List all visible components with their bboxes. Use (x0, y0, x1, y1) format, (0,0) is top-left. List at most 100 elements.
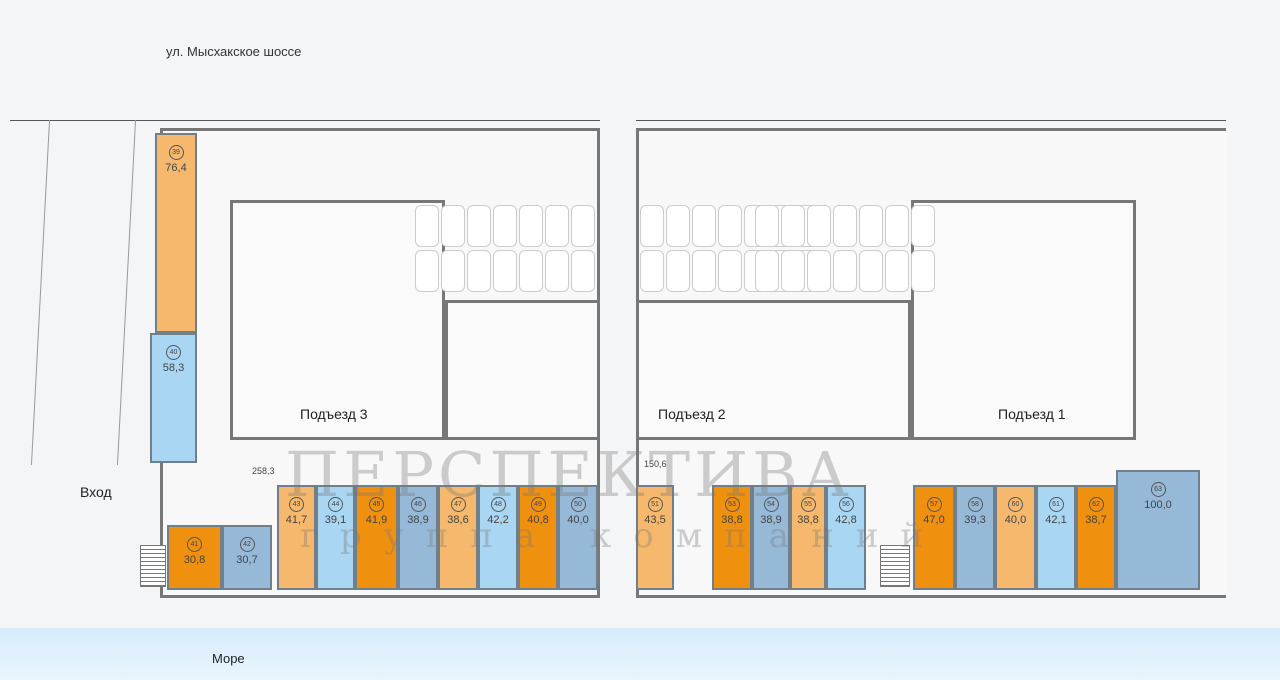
parking-space (692, 250, 716, 292)
unit-39[interactable]: 39 76,4 (155, 133, 197, 333)
parking-space (441, 250, 465, 292)
unit-number: 49 (530, 497, 546, 512)
unit-area: 38,7 (1085, 514, 1107, 526)
unit-41[interactable]: 41 30,8 (167, 525, 222, 590)
unit-number: 45 (369, 497, 384, 512)
unit-area: 38,6 (447, 514, 469, 526)
parking-space (640, 250, 664, 292)
entrance-3-label: Подъезд 3 (300, 406, 368, 422)
street-line (10, 120, 600, 121)
entrance-2-label: Подъезд 2 (658, 406, 726, 422)
parking-space (833, 205, 857, 247)
unit-42[interactable]: 42 30,7 (222, 525, 272, 590)
unit-51[interactable]: 51 43,5 (636, 485, 674, 590)
unit-62[interactable]: 62 38,7 (1076, 485, 1116, 590)
unit-number: 44 (328, 497, 343, 512)
unit-number: 42 (239, 537, 255, 552)
unit-number: 46 (410, 497, 426, 512)
unit-60[interactable]: 60 40,0 (995, 485, 1036, 590)
unit-number: 53 (724, 497, 740, 512)
parking-space (885, 250, 909, 292)
unit-area: 40,0 (1004, 514, 1027, 526)
unit-area: 40,0 (567, 514, 589, 526)
unit-55[interactable]: 55 38,8 (790, 485, 826, 590)
unit-48[interactable]: 48 42,2 (478, 485, 518, 590)
parking-space (441, 205, 465, 247)
unit-area: 43,5 (644, 514, 666, 526)
unit-area: 38,9 (407, 514, 429, 526)
unit-number: 55 (800, 497, 816, 512)
hall-center (636, 300, 911, 440)
parking-space (545, 205, 569, 247)
parking-space (571, 250, 595, 292)
parking-space (833, 250, 857, 292)
unit-number: 51 (647, 497, 663, 512)
parking-space (859, 250, 883, 292)
parking-space (640, 205, 664, 247)
unit-56[interactable]: 56 42,8 (826, 485, 866, 590)
stairs (140, 545, 166, 587)
parking-space (666, 250, 690, 292)
unit-area: 38,8 (797, 514, 819, 526)
stairs (880, 545, 910, 587)
unit-area: 47,0 (923, 514, 945, 526)
watermark-subtitle: группа компаний (300, 516, 946, 556)
hall-left (445, 300, 600, 440)
unit-44[interactable]: 44 39,1 (316, 485, 355, 590)
unit-53[interactable]: 53 38,8 (712, 485, 752, 590)
unit-number: 39 (168, 145, 184, 160)
unit-area: 38,9 (760, 514, 782, 526)
unit-number: 48 (490, 497, 506, 512)
road-strip (30, 120, 137, 465)
watermark-title: ПЕРСПЕКТИВА (285, 438, 853, 511)
parking-space (755, 205, 779, 247)
unit-area: 42,2 (487, 514, 509, 526)
entrance-label: Вход (80, 484, 112, 500)
unit-area: 30,7 (236, 554, 258, 566)
parking-space (493, 250, 517, 292)
unit-number: 60 (1008, 497, 1023, 512)
parking-space (415, 205, 439, 247)
unit-number: 41 (187, 537, 202, 552)
unit-number: 62 (1088, 497, 1104, 512)
parking-space (519, 250, 543, 292)
parking-space (467, 250, 491, 292)
unit-area: 42,1 (1045, 514, 1067, 526)
unit-area: 38,8 (721, 514, 743, 526)
unit-number: 63 (1150, 482, 1166, 497)
unit-area: 39,1 (324, 514, 347, 526)
street-label: ул. Мысхакское шоссе (166, 44, 302, 59)
unit-46[interactable]: 46 38,9 (398, 485, 438, 590)
parking-space (519, 205, 543, 247)
unit-number: 47 (450, 497, 466, 512)
unit-47[interactable]: 47 38,6 (438, 485, 478, 590)
stairwell-block-3 (230, 200, 445, 440)
unit-45[interactable]: 45 41,9 (355, 485, 398, 590)
unit-number: 56 (838, 497, 854, 512)
unit-area: 42,8 (835, 514, 857, 526)
unit-area: 41,7 (285, 514, 308, 526)
unit-50[interactable]: 50 40,0 (558, 485, 598, 590)
unit-number: 50 (570, 497, 586, 512)
unit-area: 41,9 (365, 514, 388, 526)
sea (0, 628, 1280, 680)
parking-space (781, 250, 805, 292)
unit-area: 58,3 (162, 362, 185, 374)
entrance-1-label: Подъезд 1 (998, 406, 1066, 422)
hall-area-left: 258,3 (252, 466, 275, 476)
unit-area: 30,8 (183, 554, 206, 566)
parking-space (692, 205, 716, 247)
parking-space (911, 205, 935, 247)
unit-area: 76,4 (165, 162, 187, 174)
parking-space (807, 250, 831, 292)
parking-space (571, 205, 595, 247)
unit-number: 58 (967, 497, 983, 512)
